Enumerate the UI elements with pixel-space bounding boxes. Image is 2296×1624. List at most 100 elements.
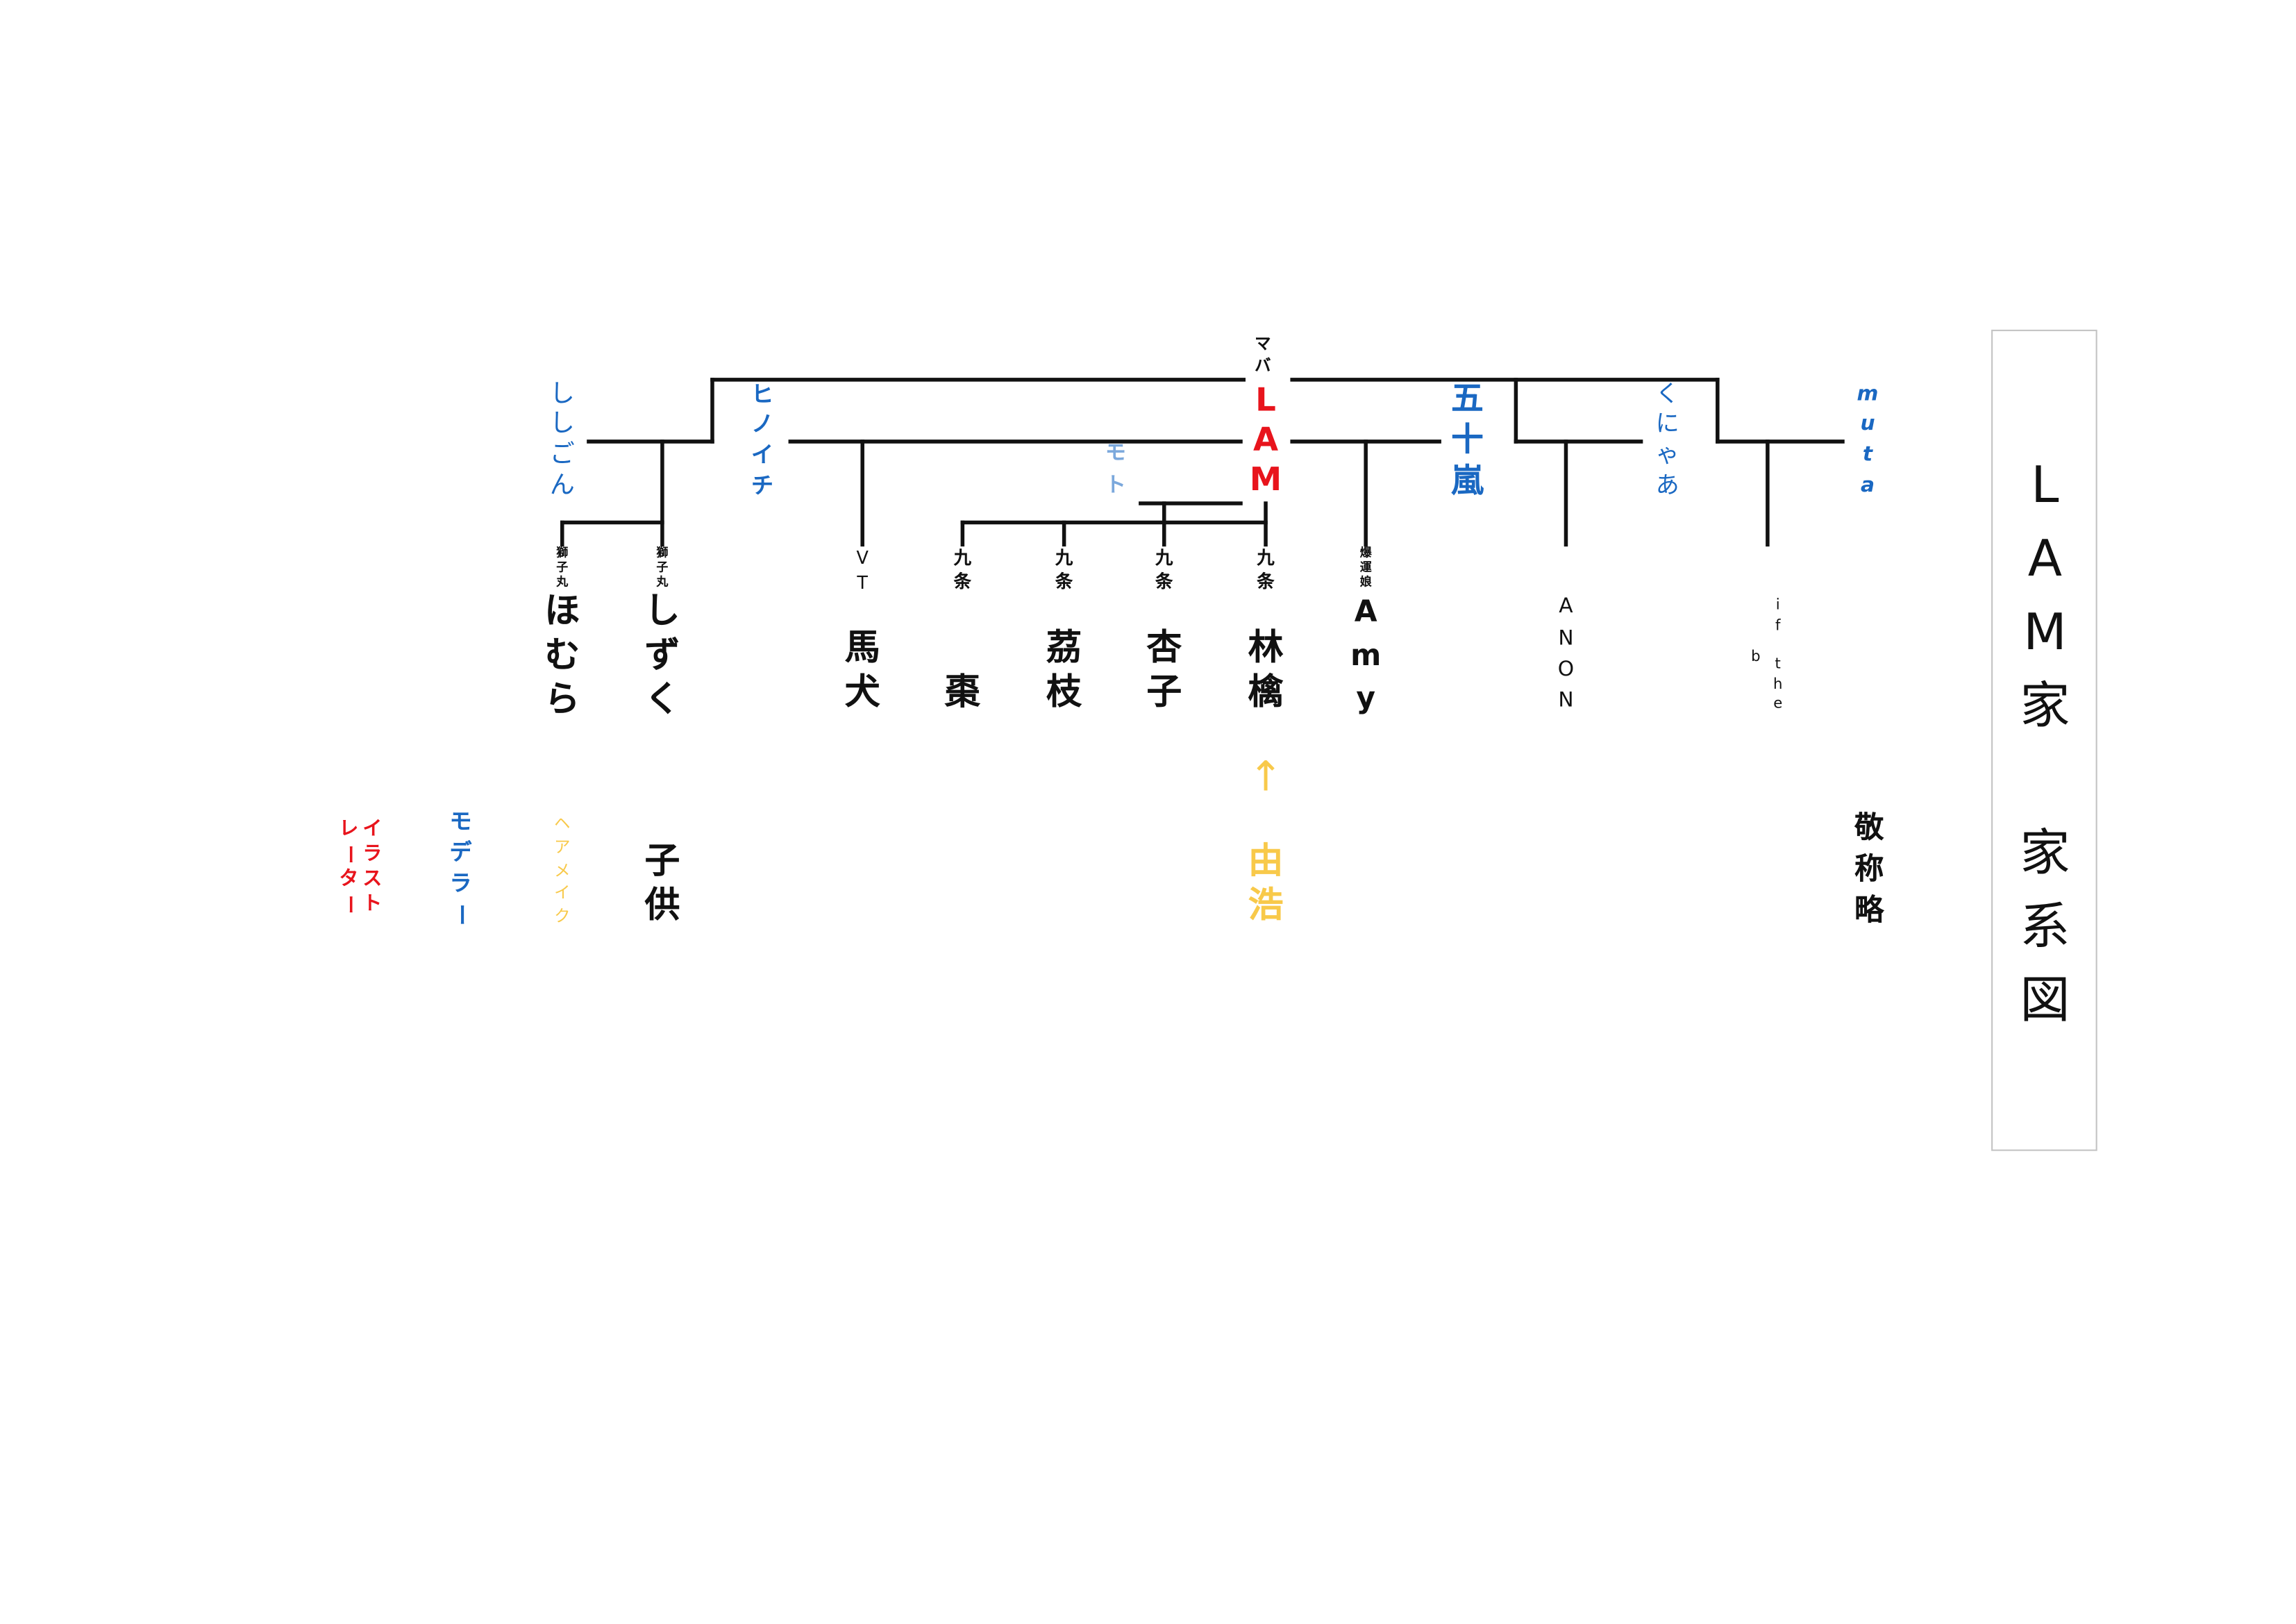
partner-muta-char: m [1857, 382, 1879, 406]
partner-igarashi: 五十嵐 [1451, 380, 1484, 503]
legend-illustrator-line1-char: イ [362, 817, 383, 840]
partner-hinoichi-char: イ [751, 441, 773, 469]
center-name-char: M [1249, 461, 1282, 499]
legend-hair-makeup-char: ク [554, 906, 571, 926]
hair-makeup-name-char: 浩 [1248, 884, 1284, 926]
child-name-homura-char: ら [544, 678, 580, 720]
page-title-char [2020, 743, 2070, 817]
honorifics-omitted-note-char: 略 [1854, 891, 1884, 928]
child-prefix-ringo: 九条 [1257, 546, 1274, 593]
child-name-natsume-char: 棗 [944, 671, 980, 712]
page-title-char: 系 [2020, 898, 2070, 957]
partner-muta-char: a [1860, 473, 1875, 497]
partner-shishigon-char: ん [549, 470, 575, 501]
child-prefix-natsume: 九条 [954, 546, 971, 593]
child-prefix-anzu-char: 九 [1155, 547, 1173, 569]
legend-child-char: 子 [644, 840, 680, 882]
child-name-shizuku-char: し [644, 590, 680, 632]
partner-moto-char: ト [1105, 474, 1126, 498]
child-name-ringo: 林檎 [1248, 626, 1284, 714]
child-prefix-natsume-char: 条 [953, 571, 972, 592]
page-title-char: A [2027, 530, 2063, 589]
center-kana: マバ [1255, 332, 1271, 376]
child-name-b: b [1751, 647, 1760, 667]
center-name-char: A [1252, 421, 1279, 459]
child-prefix-anzu: 九条 [1155, 546, 1173, 593]
legend-illustrator-line2-char: ー [337, 894, 360, 914]
child-prefix-amy-char: 爆 [1359, 546, 1372, 560]
child-name-amy-char: A [1354, 593, 1377, 629]
child-prefix-amy-char: 娘 [1359, 575, 1372, 589]
child-name-anzu-char: 子 [1146, 671, 1182, 712]
center-name-char: L [1255, 382, 1276, 419]
hair-makeup-name: 由浩 [1248, 839, 1284, 927]
legend-illustrator-line1-char: ラ [362, 842, 383, 865]
child-name-homura-char: む [544, 634, 580, 676]
legend-child-char: 供 [644, 884, 680, 926]
center-kana-char: マ [1255, 333, 1271, 353]
honorifics-omitted-note: 敬称略 [1854, 807, 1884, 930]
legend-child: 子供 [644, 839, 680, 927]
partner-hinoichi: ヒノイチ [751, 379, 773, 501]
partner-muta-char: u [1860, 412, 1875, 437]
partner-moto-char: モ [1105, 441, 1126, 465]
legend-illustrator-line1: イラスト [363, 816, 383, 916]
up-arrow-icon-char: ↑ [1248, 752, 1283, 801]
child-name-if-the-char: i [1775, 598, 1780, 614]
partner-kunyaa-char: あ [1655, 470, 1679, 499]
partner-igarashi-char: 十 [1451, 422, 1484, 460]
child-prefix-natsume-char: 九 [953, 547, 972, 569]
partner-igarashi-char: 嵐 [1451, 463, 1484, 501]
page-title-char: 家 [2020, 824, 2070, 883]
legend-hair-makeup-char: イ [554, 883, 571, 903]
honorifics-omitted-note-char: 称 [1854, 851, 1884, 887]
partner-moto: モト [1105, 437, 1126, 502]
page-title-char: L [2031, 456, 2059, 515]
child-name-anzu: 杏子 [1146, 626, 1182, 714]
center-kana-char: バ [1255, 355, 1271, 375]
child-name-shizuku: しずく [644, 589, 680, 721]
child-name-reishi-char: 茘 [1046, 627, 1082, 669]
child-name-anon-char: A [1559, 595, 1573, 619]
child-name-shizuku-char: く [644, 678, 680, 720]
child-name-anon-char: N [1558, 689, 1574, 713]
up-arrow-icon: ↑ [1248, 752, 1283, 801]
child-prefix-homura-char: 獅 [556, 546, 569, 560]
child-prefix-reishi: 九条 [1055, 546, 1073, 593]
child-prefix-baken-char: T [857, 571, 868, 593]
child-prefix-homura-char: 丸 [556, 575, 569, 589]
child-name-homura-char: ほ [544, 590, 580, 632]
child-prefix-anzu-char: 条 [1155, 571, 1173, 592]
child-name-if-the-char: e [1773, 696, 1783, 713]
partner-shishigon-char: し [549, 409, 575, 440]
child-name-shizuku-char: ず [644, 634, 680, 676]
partner-shishigon-char: ご [549, 440, 575, 470]
legend-illustrator-line2-char: タ [339, 867, 359, 890]
child-prefix-reishi-char: 九 [1055, 547, 1073, 569]
child-name-amy-char: y [1356, 680, 1375, 716]
child-name-baken: 馬犬 [845, 626, 880, 714]
legend-hair-makeup-char: ア [554, 837, 571, 857]
child-name-b-char: b [1751, 648, 1761, 665]
child-prefix-amy-char: 運 [1359, 560, 1372, 574]
child-prefix-shizuku: 獅子丸 [656, 546, 668, 590]
legend-hair-makeup-char: メ [554, 860, 571, 880]
child-name-if-the-char: h [1773, 676, 1783, 694]
child-prefix-baken-char: V [856, 546, 869, 568]
child-name-anon-char: O [1557, 658, 1575, 682]
partner-hinoichi-char: チ [751, 471, 773, 499]
child-name-if-the-char: f [1775, 617, 1781, 634]
page-title-char: M [2023, 603, 2067, 662]
partner-igarashi-char: 五 [1451, 381, 1484, 419]
legend-illustrator-line2-char: レ [339, 817, 359, 840]
legend-modeler-char: ラ [449, 869, 472, 896]
